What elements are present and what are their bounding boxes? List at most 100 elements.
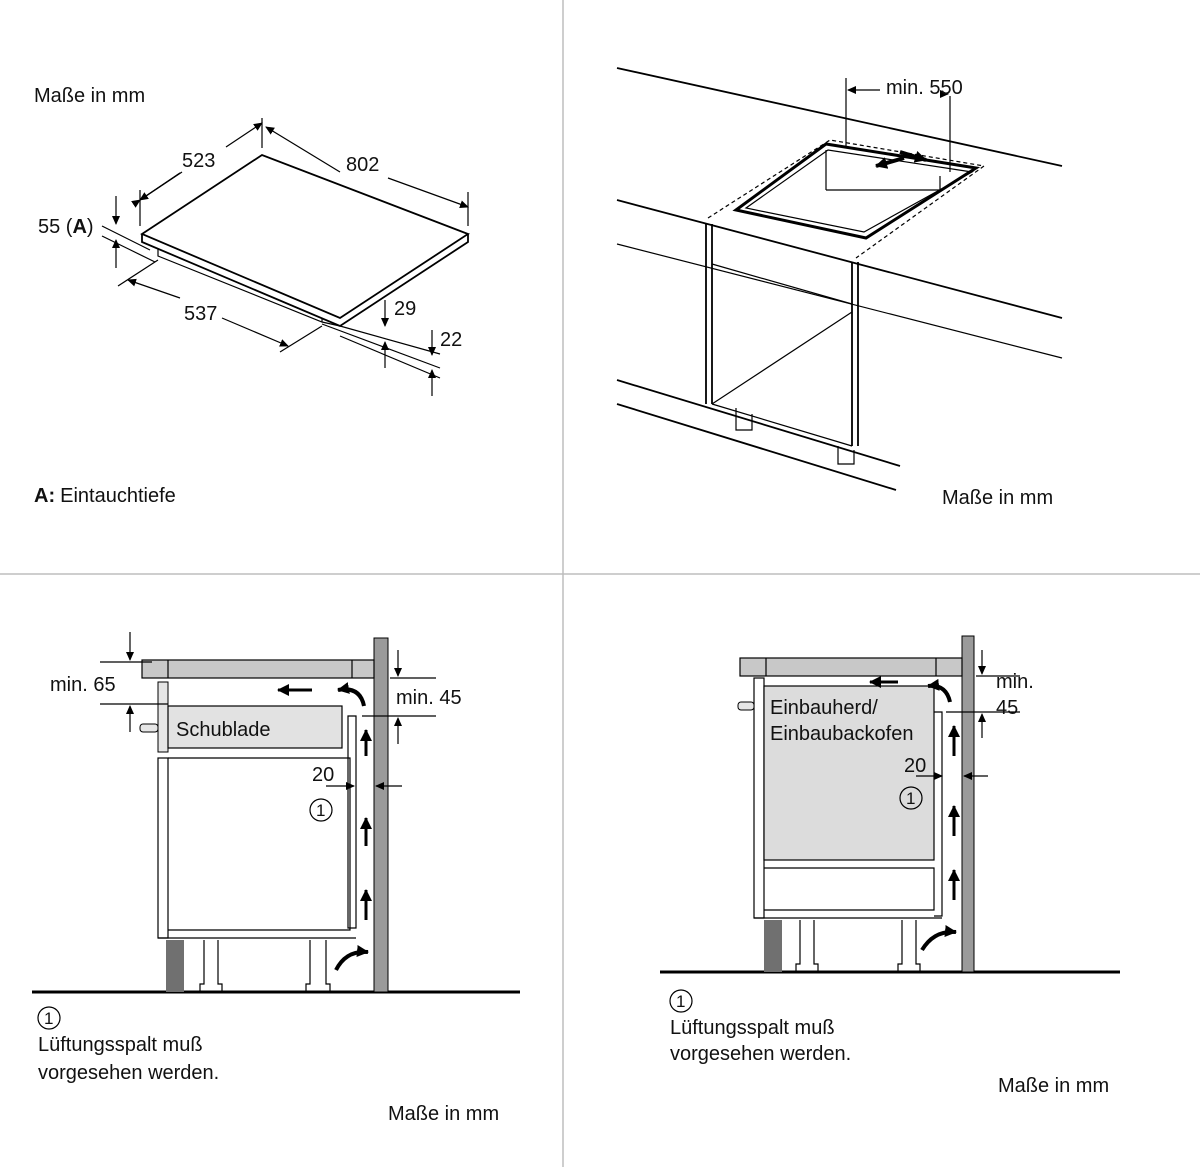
dim-arrow-802-right bbox=[387, 177, 469, 209]
worktop-front-edge bbox=[616, 199, 1063, 319]
airflow-arrow-left bbox=[875, 156, 905, 169]
dim-arrow-537-right bbox=[221, 317, 289, 347]
units-label: Maße in mm bbox=[34, 85, 145, 107]
leg-right bbox=[305, 940, 331, 993]
dim-22-label: 22 bbox=[440, 329, 462, 351]
cabinet-front-top bbox=[157, 681, 169, 753]
ext-line-55a bbox=[101, 225, 151, 251]
ext-line-22 bbox=[339, 335, 441, 379]
airflow-arrow-curve-bottom bbox=[334, 945, 369, 971]
cabinet-back-panel bbox=[347, 715, 357, 929]
cutout-inner-edge bbox=[744, 149, 974, 233]
dim-523-label: 523 bbox=[182, 150, 215, 172]
dim-45-label: 45 bbox=[996, 697, 1018, 719]
note-line-2: vorgesehen werden. bbox=[38, 1062, 219, 1084]
panel-drawer-installation: Schublade min. 65 min. 45 20 1 bbox=[32, 632, 520, 1125]
cutout-inner-wall bbox=[825, 150, 941, 191]
plinth-left bbox=[764, 920, 782, 972]
units-label: Maße in mm bbox=[942, 487, 1053, 509]
oven-label-line-2: Einbaubackofen bbox=[770, 723, 913, 745]
dim-802-label: 802 bbox=[346, 154, 379, 176]
cabinet-outline-dashed bbox=[707, 139, 986, 259]
legend-line: A:Eintauchtiefe bbox=[34, 485, 176, 507]
cabinet-bottom-drawer bbox=[754, 867, 942, 919]
plinth-top-line bbox=[616, 379, 901, 467]
note-callout-marker: 1 bbox=[676, 992, 685, 1011]
dim-arrow-802-left bbox=[265, 126, 341, 173]
dim-55-letter: A bbox=[72, 216, 86, 238]
leg-right bbox=[897, 920, 921, 973]
worktop bbox=[141, 659, 375, 679]
drawer bbox=[167, 705, 343, 749]
airflow-arrow-curve-top bbox=[337, 682, 366, 707]
dim-20-label: 20 bbox=[904, 755, 926, 777]
plinth-bottom-line bbox=[616, 403, 897, 491]
airflow-arrow-curve-top bbox=[927, 678, 952, 703]
ext-line-29a bbox=[339, 325, 441, 355]
panel-oven-installation: Einbauherd/ Einbaubackofen min. 45 20 1 … bbox=[660, 635, 1120, 1097]
dim-55-prefix: 55 ( bbox=[38, 216, 73, 238]
wall bbox=[961, 635, 975, 973]
worktop-cutout bbox=[732, 142, 981, 240]
ext-line-537a bbox=[117, 259, 159, 287]
dim-55-label: 55 (A) bbox=[38, 216, 94, 238]
cabinet-floor bbox=[711, 311, 853, 447]
callout-marker: 1 bbox=[906, 789, 915, 808]
drawer-handle bbox=[139, 723, 159, 733]
hob-body-bottom bbox=[157, 248, 341, 327]
ext-line-537b bbox=[279, 325, 323, 353]
dim-min-550-label: min. 550 bbox=[886, 77, 963, 99]
callout-circle bbox=[899, 786, 923, 810]
leg-left bbox=[795, 920, 819, 973]
units-label: Maße in mm bbox=[998, 1075, 1109, 1097]
plinth-left bbox=[166, 940, 184, 992]
note-callout-marker: 1 bbox=[44, 1009, 53, 1028]
wall bbox=[373, 637, 389, 993]
airflow-arrow-right bbox=[899, 150, 927, 163]
cabinet-front bbox=[157, 757, 169, 939]
dim-537-label: 537 bbox=[184, 303, 217, 325]
hob-glass-top bbox=[140, 153, 470, 320]
worktop-hob-lines bbox=[765, 658, 937, 676]
ext-line-29b bbox=[321, 323, 441, 369]
note-line-1: Lüftungsspalt muß bbox=[38, 1034, 203, 1056]
oven bbox=[763, 685, 935, 861]
dim-arrow-523-left bbox=[139, 172, 181, 201]
note-line-2: vorgesehen werden. bbox=[670, 1043, 851, 1065]
legend-key: A: bbox=[34, 485, 55, 507]
cabinet-sides bbox=[705, 224, 859, 446]
oven-handle bbox=[737, 701, 755, 711]
dim-20-label: 20 bbox=[312, 764, 334, 786]
dim-55-suffix: ) bbox=[87, 216, 94, 238]
worktop-back-edge bbox=[616, 67, 1063, 167]
oven-label-line-1: Einbauherd/ bbox=[770, 697, 878, 719]
dim-min-65-label: min. 65 bbox=[50, 674, 116, 696]
units-label: Maße in mm bbox=[388, 1103, 499, 1125]
legend-text: Eintauchtiefe bbox=[60, 485, 176, 507]
cabinet-body bbox=[158, 757, 356, 939]
dim-29-label: 29 bbox=[394, 298, 416, 320]
dim-min-label: min. bbox=[996, 671, 1034, 693]
panel-worktop-cutout: min. 550 Maße in mm bbox=[616, 67, 1063, 509]
note-line-1: Lüftungsspalt muß bbox=[670, 1017, 835, 1039]
airflow-arrow-curve-bottom bbox=[920, 925, 957, 952]
cabinet-front bbox=[753, 677, 765, 919]
leg-left bbox=[199, 940, 223, 993]
note-callout-circle bbox=[669, 989, 693, 1013]
cabinet-rail bbox=[711, 263, 853, 305]
note-callout-circle bbox=[37, 1006, 61, 1030]
cabinet-back-panel bbox=[934, 711, 943, 917]
panel-hob-dimensions: Maße in mm 523 802 55 (A) 537 bbox=[34, 85, 470, 507]
dim-line-523-right bbox=[225, 122, 263, 148]
worktop-hob-lines bbox=[167, 660, 353, 678]
worktop bbox=[739, 657, 963, 677]
ext-line-55b bbox=[101, 235, 156, 263]
drawer-label: Schublade bbox=[176, 719, 271, 741]
cabinet-foot-left bbox=[735, 408, 753, 431]
cabinet-foot-right bbox=[837, 446, 855, 465]
callout-marker: 1 bbox=[316, 801, 325, 820]
callout-circle bbox=[309, 798, 333, 822]
